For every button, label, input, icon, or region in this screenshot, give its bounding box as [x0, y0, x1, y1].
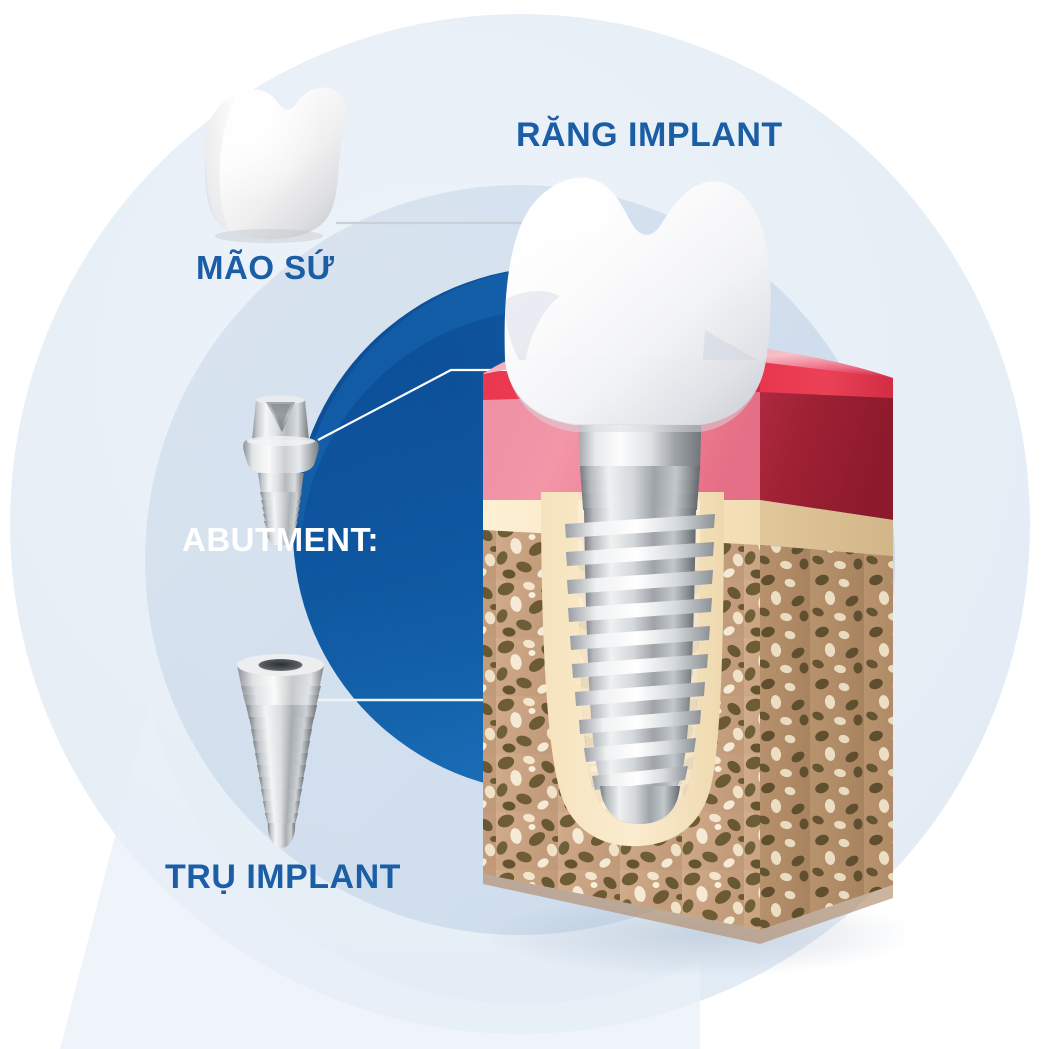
abutment-mid: [258, 473, 304, 493]
abutment-v-groove-inner: [270, 404, 291, 427]
implant-thread-fins: [565, 514, 715, 790]
crown-highlight: [204, 87, 346, 240]
abutment-collar: [243, 440, 319, 474]
label-implant-tooth: RĂNG IMPLANT: [516, 116, 783, 154]
implant-apex: [600, 786, 680, 824]
trabecular-bone-side: [760, 545, 893, 930]
implant-collar-b: [581, 480, 699, 496]
post-apex: [267, 823, 296, 848]
cortical-bone-side: [760, 500, 893, 556]
crown-big-left-shade: [504, 291, 560, 360]
gum-side-dark: [760, 392, 893, 520]
post-socket-hole: [258, 659, 303, 671]
label-abutment: ABUTMENT:: [182, 521, 379, 558]
implant-collar-a: [580, 466, 700, 482]
implant-collar-c: [582, 494, 698, 510]
assembled-implant-screw: [565, 400, 715, 824]
abutment-threads: [260, 492, 302, 545]
block-bottom-edge: [483, 874, 893, 944]
crown-big-translucency: [504, 270, 771, 360]
crown-base-shadow: [215, 229, 323, 243]
ring-light-overlay: [60, 700, 700, 1049]
label-implant-post: TRỤ IMPLANT: [165, 858, 401, 896]
post-collar-1: [241, 686, 321, 697]
assembled-crown: [504, 177, 771, 432]
label-crown: MÃO SỨ: [196, 249, 335, 286]
post-collar-2: [243, 695, 319, 706]
crown-left-shade: [204, 93, 238, 233]
post-threads: [246, 705, 317, 825]
crown-part: [204, 87, 346, 243]
abutment-collar-top: [247, 436, 315, 446]
crown-big-right-shade: [700, 330, 771, 360]
abutment-part: [243, 395, 319, 545]
implant-post-part: [237, 654, 324, 848]
